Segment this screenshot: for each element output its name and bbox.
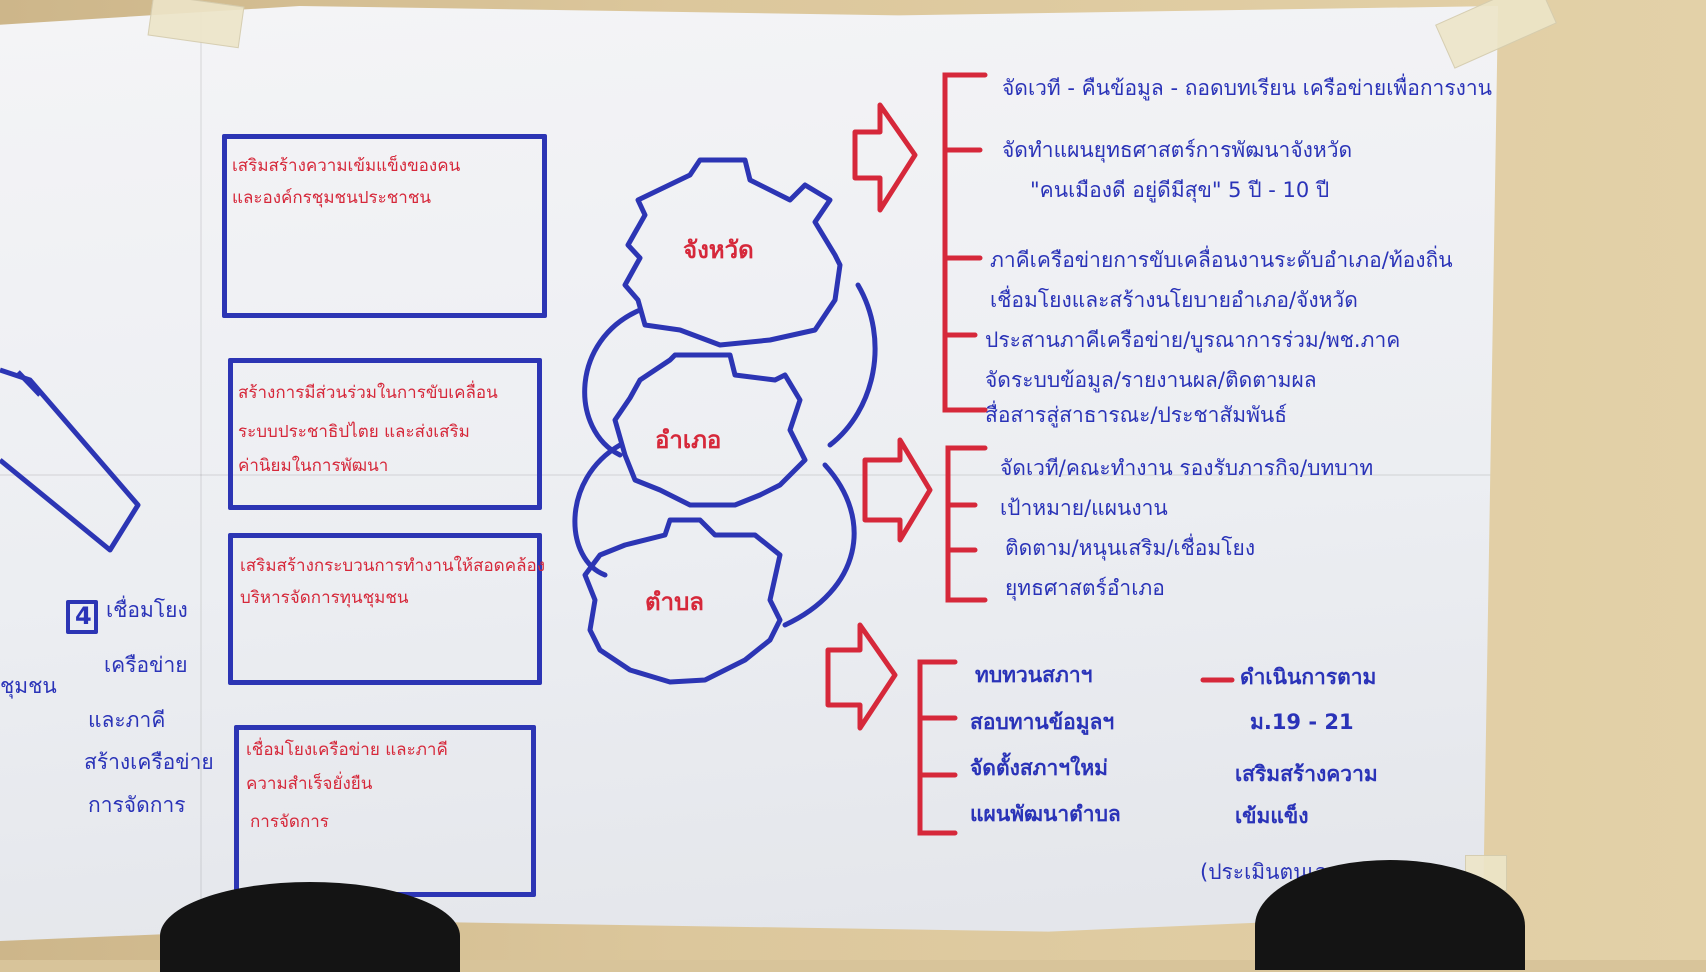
group1-item: จัดทำแผนยุทธศาสตร์การพัฒนาจังหวัด: [1002, 138, 1353, 162]
red-arrow-1: [852, 102, 918, 213]
group2-item: จัดเวที/คณะทำงาน รองรับภารกิจ/บทบาท: [1000, 456, 1374, 480]
group3-note: ดำเนินการตาม: [1240, 665, 1377, 689]
group2-item: เป้าหมาย/แผนงาน: [1000, 496, 1168, 520]
box-3-line: บริหารจัดการทุนชุมชน: [240, 588, 409, 608]
strategy-box-1: [222, 134, 547, 318]
box-4-line: เชื่อมโยงเครือข่าย และภาคี: [246, 740, 448, 760]
group1-item: เชื่อมโยงและสร้างนโยบายอำเภอ/จังหวัด: [990, 288, 1358, 312]
red-arrow-2: [862, 437, 933, 543]
group3-note: ม.19 - 21: [1250, 710, 1354, 734]
group2-item: ยุทธศาสตร์อำเภอ: [1005, 576, 1165, 600]
group3-item: สอบทานข้อมูลฯ: [970, 710, 1115, 734]
group1-item: ประสานภาคีเครือข่าย/บูรณาการร่วม/พช.ภาค: [985, 328, 1401, 352]
box-2-line: ค่านิยมในการพัฒนา: [238, 456, 389, 476]
bracket-1: [942, 72, 988, 413]
box-1-line: และองค์กรชุมชนประชาชน: [232, 188, 432, 208]
group1-item: "คนเมืองดี อยู่ดีมีสุข" 5 ปี - 10 ปี: [1030, 178, 1330, 202]
left-fragment-line: เครือข่าย: [104, 653, 188, 677]
left-fragment-line: เชื่อมโยง: [106, 598, 188, 622]
box-3-line: เสริมสร้างกระบวนการทำงานให้สอดคล้อง: [240, 556, 546, 576]
red-arrow-3: [825, 622, 898, 731]
gear-connectors: [572, 282, 878, 628]
group3-item: แผนพัฒนาตำบล: [970, 802, 1121, 826]
gear-tambon: [582, 517, 783, 685]
strategy-box-2: [228, 358, 542, 510]
group2-item: ติดตาม/หนุนเสริม/เชื่อมโยง: [1005, 536, 1256, 560]
group1-item: จัดระบบข้อมูล/รายงานผล/ติดตามผล: [985, 368, 1317, 392]
audience-head-left: [160, 882, 460, 972]
strategy-box-3: [228, 533, 542, 685]
number-badge: [66, 600, 98, 634]
left-fragment-line: การจัดการ: [88, 793, 186, 817]
bracket-2: [945, 445, 988, 603]
group1-item: ภาคีเครือข่ายการขับเคลื่อนงานระดับอำเภอ/…: [990, 248, 1453, 272]
group3-note: เข้มแข็ง: [1235, 804, 1309, 828]
audience-head-right: [1255, 860, 1525, 970]
box-2-line: สร้างการมีส่วนร่วมในการขับเคลื่อน: [238, 383, 498, 403]
flipchart-paper: [0, 6, 1498, 941]
group1-item: สื่อสารสู่สาธารณะ/ประชาสัมพันธ์: [985, 403, 1288, 427]
paper-crease: [200, 6, 202, 941]
bracket-3: [917, 659, 958, 836]
gear-jangwat: [622, 157, 843, 348]
number-badge-label: 4: [75, 602, 92, 630]
group1-item: จัดเวที - คืนข้อมูล - ถอดบทเรียน เครือข่…: [1002, 76, 1493, 100]
group3-item: ทบทวนสภาฯ: [975, 663, 1093, 687]
gear-label-tambon: ตำบล: [645, 588, 705, 616]
gear-amphoe: [612, 352, 808, 508]
gear-label-jangwat: จังหวัด: [683, 236, 754, 264]
group3-note: เสริมสร้างความ: [1235, 762, 1378, 786]
group3-item: จัดตั้งสภาฯใหม่: [970, 756, 1109, 780]
left-fragment-line: สร้างเครือข่าย: [84, 750, 214, 774]
paper-crease: [0, 474, 1498, 476]
box-4-line: การจัดการ: [250, 812, 329, 832]
box-1-line: เสริมสร้างความเข้มแข็งของคน: [232, 156, 461, 176]
gear-label-amphoe: อำเภอ: [655, 426, 722, 454]
left-arrow-fragment: [0, 367, 141, 553]
box-2-line: ระบบประชาธิปไตย และส่งเสริม: [238, 422, 470, 442]
box-4-line: ความสำเร็จยั่งยืน: [246, 774, 373, 794]
left-fragment-line: ชุมชน: [0, 674, 57, 698]
left-fragment-line: และภาคี: [88, 708, 166, 732]
